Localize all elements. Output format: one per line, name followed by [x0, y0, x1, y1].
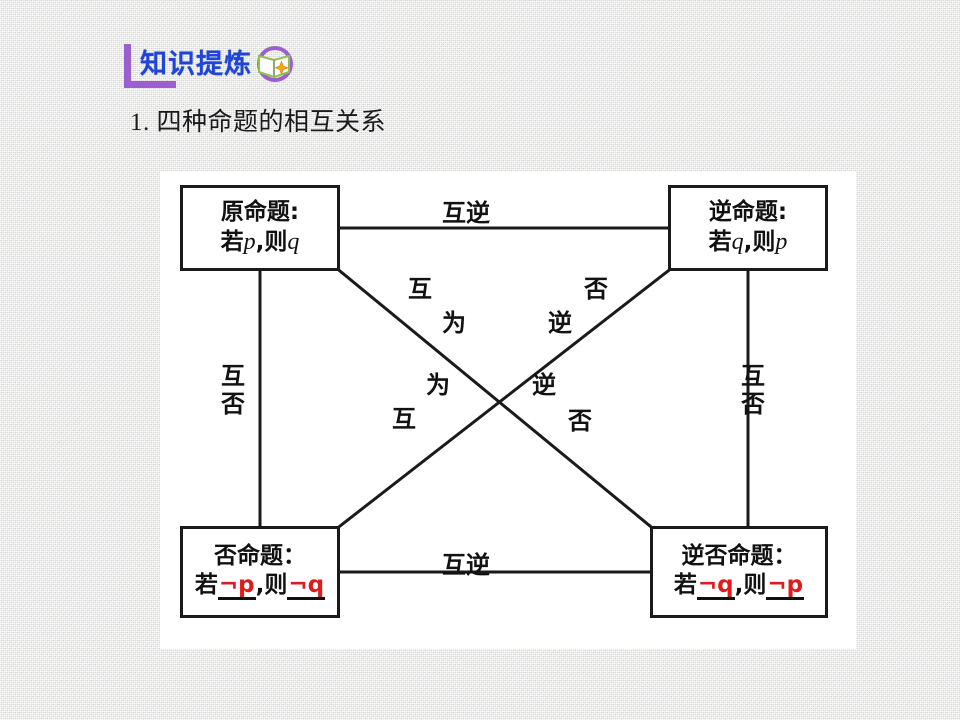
prop-consequent-negated: ¬q	[287, 573, 326, 601]
edge-label-diagonal-lower-char-1: 互	[392, 405, 416, 433]
prop-antecedent-negated: ¬q	[696, 573, 735, 601]
section-header: 知识提炼	[124, 38, 295, 90]
edge-label-diagonal-upper-char-2: 为	[442, 309, 466, 337]
edge-line-diagonal-upper	[337, 268, 671, 529]
prop-prefix: 若	[194, 572, 218, 599]
prop-separator: ,则	[255, 228, 288, 255]
prop-antecedent-negated: ¬p	[217, 573, 256, 601]
proposition-title-original: 原命题:	[220, 198, 300, 225]
proposition-box-inverse: 否命题： 若¬p,则¬q	[180, 526, 340, 618]
proposition-box-contrapositive: 逆否命题： 若¬q,则¬p	[650, 526, 828, 618]
prop-separator: ,则	[743, 228, 776, 255]
four-propositions-diagram: 原命题: 若p,则q 逆命题: 若q,则p 否命题： 若¬p,则¬q 逆否命题：…	[160, 171, 856, 649]
prop-antecedent: p	[243, 228, 256, 255]
proposition-body-inverse: 若¬p,则¬q	[194, 571, 326, 601]
prop-antecedent: q	[731, 228, 744, 255]
prop-consequent-negated: ¬p	[766, 573, 805, 601]
proposition-title-converse: 逆命题:	[708, 198, 788, 225]
edge-label-diagonal-lower-char-2: 为	[426, 371, 450, 399]
prop-prefix: 若	[673, 572, 697, 599]
proposition-title-contrapositive: 逆否命题：	[681, 542, 797, 569]
prop-separator: ,则	[734, 572, 767, 599]
edge-label-left-inverse: 互否	[216, 363, 245, 419]
open-book-star-icon	[255, 44, 295, 84]
edge-label-diagonal-lower-char-4: 否	[568, 407, 592, 435]
edge-label-diagonal-upper-char-4: 否	[584, 275, 608, 303]
proposition-box-converse: 逆命题: 若q,则p	[668, 185, 828, 271]
proposition-box-original: 原命题: 若p,则q	[180, 185, 340, 271]
edge-label-diagonal-lower-char-3: 逆	[532, 371, 556, 399]
edge-label-top-converse: 互逆	[442, 199, 490, 227]
proposition-body-contrapositive: 若¬q,则¬p	[673, 571, 805, 601]
edge-label-right-inverse: 互否	[736, 363, 765, 419]
header-title: 知识提炼	[140, 48, 252, 80]
edge-label-bottom-converse: 互逆	[442, 551, 490, 579]
prop-prefix: 若	[708, 228, 732, 255]
edge-label-diagonal-upper-char-1: 互	[408, 275, 432, 303]
page-title: 1. 四种命题的相互关系	[130, 109, 387, 136]
prop-prefix: 若	[220, 228, 244, 255]
header-bracket-decoration	[124, 44, 176, 88]
prop-consequent: q	[287, 228, 300, 255]
proposition-body-converse: 若q,则p	[709, 228, 788, 257]
edge-line-diagonal-lower	[337, 268, 653, 529]
prop-separator: ,则	[255, 572, 288, 599]
diagram-connectors	[258, 226, 750, 574]
prop-consequent: p	[775, 228, 788, 255]
proposition-body-original: 若p,则q	[221, 228, 300, 257]
edge-label-diagonal-upper-char-3: 逆	[548, 309, 572, 337]
proposition-title-inverse: 否命题：	[214, 542, 306, 569]
